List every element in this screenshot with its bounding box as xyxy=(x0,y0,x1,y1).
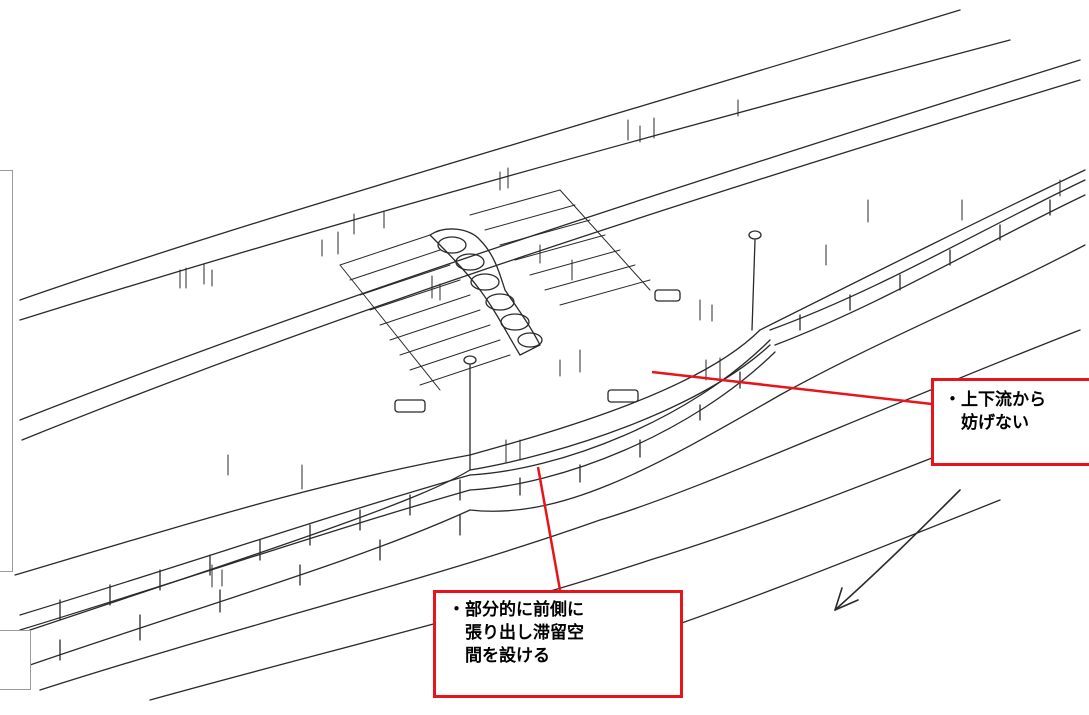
leader-lines xyxy=(536,370,933,591)
annotation-callout-bottom: ・部分的に前側に 張り出し滞留空 間を設ける xyxy=(433,590,683,698)
left-edge-frame xyxy=(0,170,13,572)
tree-planting-icon xyxy=(428,228,543,356)
pedestrian-figure-icon xyxy=(179,99,1061,588)
leader-line-right xyxy=(651,370,933,406)
street-lamp-icon xyxy=(463,230,762,456)
river-flow-arrow-icon xyxy=(834,489,961,611)
leader-line-bottom xyxy=(536,466,562,591)
promenade-edges xyxy=(14,169,1086,631)
stepped-plaza xyxy=(339,189,651,391)
bench-icon xyxy=(394,289,681,413)
river-wall-and-water xyxy=(29,244,1086,701)
left-edge-box-small xyxy=(0,630,31,690)
annotation-callout-right: ・上下流から 妨げない xyxy=(931,378,1089,466)
far-bank-lines xyxy=(19,9,1081,441)
